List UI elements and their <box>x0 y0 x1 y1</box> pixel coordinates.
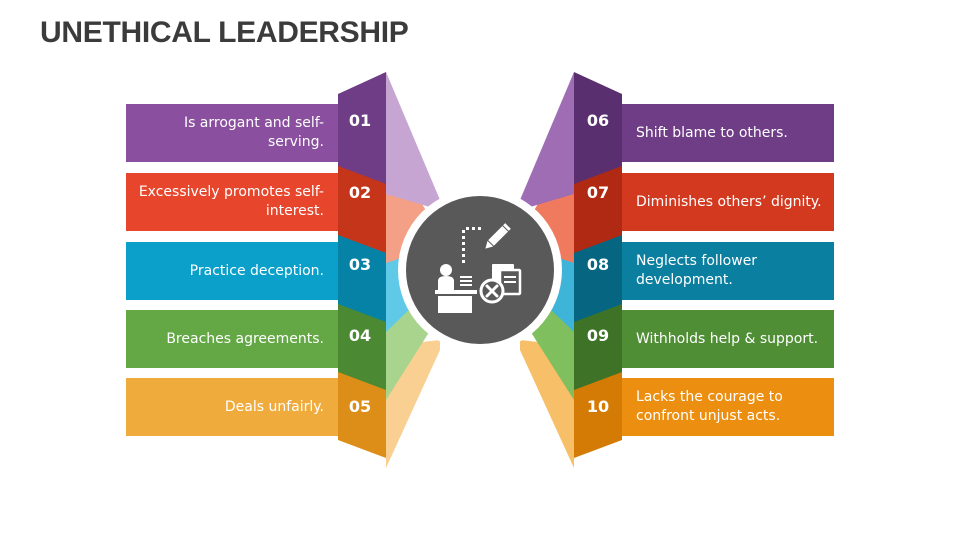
item-label-04: Breaches agreements. <box>124 310 324 368</box>
item-number-08: 08 <box>586 254 610 274</box>
right-bar-5 <box>622 378 834 436</box>
item-label-10: Lacks the courage to confront unjust act… <box>636 378 836 436</box>
item-label-06: Shift blame to others. <box>636 104 836 162</box>
item-text: Excessively promotes self-interest. <box>138 184 324 219</box>
center-circle <box>398 188 562 352</box>
right-fin-1 <box>520 72 574 210</box>
item-text: Neglects follower development. <box>636 253 758 288</box>
item-number-02: 02 <box>348 182 372 202</box>
item-number-10: 10 <box>586 396 610 416</box>
center-circle-fill <box>406 196 554 344</box>
item-number-03: 03 <box>348 254 372 274</box>
left-block-face-1 <box>338 72 386 184</box>
leader-desk-pencil-cancel-icon <box>435 223 522 313</box>
right-bar-1 <box>622 104 834 162</box>
item-text: Deals unfairly. <box>224 398 324 415</box>
right-bar-4 <box>622 310 834 368</box>
item-number-06: 06 <box>586 110 610 130</box>
item-label-07: Diminishes others’ dignity. <box>636 173 836 231</box>
left-bar-4 <box>126 310 338 368</box>
left-bar-1 <box>126 104 338 162</box>
item-number-09: 09 <box>586 325 610 345</box>
item-number-04: 04 <box>348 325 372 345</box>
right-block-face-1 <box>574 72 622 184</box>
page-title: UNETHICAL LEADERSHIP <box>40 16 409 49</box>
right-bar-2 <box>622 173 834 231</box>
item-label-02: Excessively promotes self-interest. <box>124 173 324 231</box>
item-label-01: Is arrogant and self-serving. <box>124 104 324 162</box>
item-number-01: 01 <box>348 110 372 130</box>
item-number-05: 05 <box>348 396 372 416</box>
left-bar-2 <box>126 173 338 231</box>
item-label-09: Withholds help & support. <box>636 310 836 368</box>
item-text: Is arrogant and self-serving. <box>183 115 324 150</box>
left-bar-3 <box>126 242 338 300</box>
item-text: Withholds help & support. <box>636 330 819 347</box>
item-text: Lacks the courage to confront unjust act… <box>636 389 783 424</box>
item-text: Diminishes others’ dignity. <box>636 193 822 210</box>
item-text: Shift blame to others. <box>636 124 788 141</box>
item-number-07: 07 <box>586 182 610 202</box>
item-label-08: Neglects follower development. <box>636 242 836 300</box>
item-text: Breaches agreements. <box>166 330 324 347</box>
left-bar-5 <box>126 378 338 436</box>
item-label-03: Practice deception. <box>124 242 324 300</box>
item-label-05: Deals unfairly. <box>124 378 324 436</box>
item-text: Practice deception. <box>189 262 324 279</box>
right-bar-3 <box>622 242 834 300</box>
left-fin-1 <box>386 72 440 210</box>
